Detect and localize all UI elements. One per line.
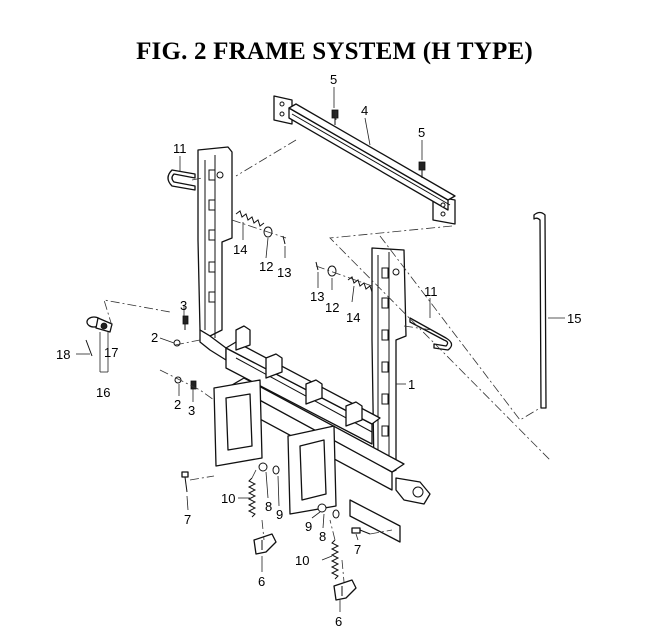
label-3-lower: 3 (188, 403, 195, 418)
label-13-left: 13 (277, 265, 291, 280)
washer-12-right (327, 265, 337, 277)
washer-8-right (317, 503, 327, 513)
label-7-left: 7 (184, 512, 191, 527)
main-frame (197, 146, 431, 543)
label-16: 16 (96, 385, 110, 400)
label-10-left: 10 (221, 491, 235, 506)
bracket-6-right (333, 579, 357, 601)
spring-14-left (235, 210, 265, 227)
label-13-right: 13 (310, 289, 324, 304)
washer-8-left (258, 462, 268, 472)
cross-beam (273, 95, 456, 225)
hook-11-right (409, 317, 453, 351)
pin-7-right (351, 527, 371, 535)
label-6-left: 6 (258, 574, 265, 589)
bolt-5-left (331, 109, 339, 125)
leader-lines (76, 87, 565, 612)
label-14-left: 14 (233, 242, 247, 257)
bolt-5-right (418, 161, 426, 178)
nut-2-upper (173, 339, 181, 347)
clamp-16 (85, 316, 113, 357)
label-1: 1 (408, 377, 415, 392)
label-8-right: 8 (319, 529, 326, 544)
label-11-left: 11 (173, 141, 187, 156)
figure-title: FIG. 2 FRAME SYSTEM (H TYPE) (136, 38, 533, 65)
bolt-3-upper (182, 315, 189, 330)
label-12-left: 12 (259, 259, 273, 274)
label-8-left: 8 (265, 499, 272, 514)
washer-9-right (332, 509, 340, 519)
label-5-top: 5 (330, 72, 337, 87)
label-3-upper: 3 (180, 298, 187, 313)
label-15: 15 (567, 311, 581, 326)
assembly-lines (103, 110, 551, 583)
label-11-right: 11 (424, 284, 438, 299)
washer-9-left (272, 465, 280, 475)
label-2-upper: 2 (151, 330, 158, 345)
part-labels: 5 4 5 11 14 12 13 13 12 14 11 15 1 3 2 2… (56, 72, 581, 629)
bracket-6-left (253, 533, 277, 555)
label-14-right: 14 (346, 310, 360, 325)
label-10-right: 10 (295, 553, 309, 568)
hook-11-left (167, 169, 196, 191)
label-5-right: 5 (418, 125, 425, 140)
label-2-lower: 2 (174, 397, 181, 412)
label-18: 18 (56, 347, 70, 362)
label-9-left: 9 (276, 507, 283, 522)
label-9-right: 9 (305, 519, 312, 534)
label-12-right: 12 (325, 300, 339, 315)
spring-10-right (330, 539, 340, 580)
bolt-3-lower (190, 380, 197, 390)
label-17: 17 (104, 345, 118, 360)
label-7-right: 7 (354, 542, 361, 557)
pin-7-left (181, 471, 189, 493)
rod-15 (533, 211, 547, 409)
label-4: 4 (361, 103, 368, 118)
spring-10-left (247, 477, 257, 518)
label-6-right: 6 (335, 614, 342, 629)
